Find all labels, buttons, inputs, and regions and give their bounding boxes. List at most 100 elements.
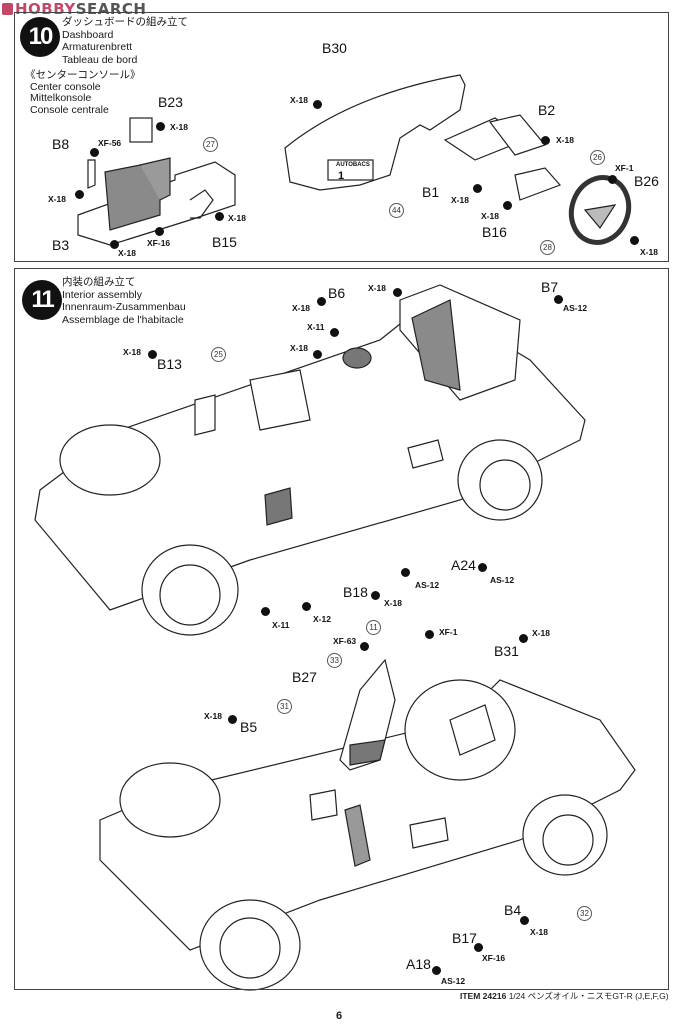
console-subtitle-de: Mittelkonsole <box>30 92 92 104</box>
hobbysearch-logo-icon <box>2 3 13 15</box>
part-label-b4: B4 <box>504 902 522 918</box>
part-label-b3: B3 <box>52 237 70 253</box>
paint-label: X-18 <box>640 247 658 257</box>
paint-dot <box>360 642 369 651</box>
step-10-titles: ダッシュボードの組み立て Dashboard Armaturenbrett Ta… <box>62 16 188 66</box>
step-11-badge: 11 <box>22 280 62 320</box>
part-label-b5: B5 <box>240 719 258 735</box>
paint-label: XF-16 <box>482 953 506 963</box>
paint-dot <box>215 212 224 221</box>
paint-dot <box>519 634 528 643</box>
part-label-b31: B31 <box>494 643 519 659</box>
paint-dot <box>520 916 529 925</box>
paint-label: XF-16 <box>147 238 171 248</box>
part-label-b1: B1 <box>422 184 440 200</box>
step-10-panel <box>14 12 669 262</box>
chassis-drawing-bottom <box>99 658 636 991</box>
step-10-title-fr: Tableau de bord <box>62 53 138 66</box>
step-11-title-fr: Assemblage de l'habitacle <box>62 313 184 326</box>
dashboard-drawing <box>284 74 632 245</box>
paint-label: X-18 <box>532 628 550 638</box>
paint-label: XF-1 <box>615 163 634 173</box>
paint-label: X-18 <box>530 927 548 937</box>
paint-dot <box>608 175 617 184</box>
part-label-b27: B27 <box>292 669 317 685</box>
watermark-hobbysearch: HOBBYSEARCH <box>2 0 147 18</box>
dash-decal-text: AUTOBACS <box>336 162 370 168</box>
paint-dot <box>110 240 119 249</box>
paint-label: XF-1 <box>439 627 458 637</box>
step-11-title-jp: 内装の組み立て <box>62 276 136 288</box>
part-label-b17: B17 <box>452 930 477 946</box>
paint-label: X-18 <box>48 194 66 204</box>
console-subtitle-fr: Console centrale <box>30 103 109 116</box>
step-11-title-de: Innenraum-Zusammenbau <box>62 301 186 313</box>
paint-dot <box>90 148 99 157</box>
step-11-title-en: Interior assembly <box>62 288 142 301</box>
step-11-panel <box>14 268 669 990</box>
paint-label: AS-12 <box>563 303 588 313</box>
paint-label: AS-12 <box>490 575 515 585</box>
decal-number-33: 33 <box>327 653 342 668</box>
paint-dot <box>478 563 487 572</box>
footer-item-info: ITEM 24216 1/24 ペンズオイル・ニスモGT-R (J,E,F,G) <box>460 990 669 1002</box>
decal-number-27: 27 <box>203 137 218 152</box>
part-label-b8: B8 <box>52 136 70 152</box>
console-subtitle-en: Center console <box>30 80 101 93</box>
decal-number-25: 25 <box>211 347 226 362</box>
part-label-b16: B16 <box>482 224 507 240</box>
step-11-titles: 内装の組み立て Interior assembly Innenraum-Zusa… <box>62 276 186 326</box>
paint-dot <box>155 227 164 236</box>
step-10-title-jp: ダッシュボードの組み立て <box>62 16 188 28</box>
paint-dot <box>425 630 434 639</box>
part-label-b30: B30 <box>322 40 347 56</box>
decal-number-44: 44 <box>389 203 404 218</box>
paint-dot <box>473 184 482 193</box>
paint-dot <box>302 602 311 611</box>
chassis-drawing-top <box>34 284 586 636</box>
paint-label: X-18 <box>384 598 402 608</box>
paint-label: XF-63 <box>333 636 357 646</box>
console-subtitles: 《センターコンソール》 Center console Mittelkonsole… <box>25 69 141 116</box>
part-label-b7: B7 <box>541 279 559 295</box>
part-label-b23: B23 <box>158 94 183 110</box>
paint-dot <box>393 288 402 297</box>
paint-label: X-18 <box>451 195 469 205</box>
paint-dot <box>554 295 563 304</box>
part-label-b15: B15 <box>212 234 237 250</box>
paint-label: X-18 <box>481 211 499 221</box>
paint-label: AS-12 <box>441 976 466 986</box>
paint-label: X-18 <box>123 347 141 357</box>
paint-label: X-12 <box>313 614 331 624</box>
dash-decal-number: 1 <box>338 170 345 182</box>
paint-dot <box>228 715 237 724</box>
page-number: 6 <box>336 1010 343 1022</box>
footer-kit-title: 1/24 ペンズオイル・ニスモGT-R (J,E,F,G) <box>508 991 669 1001</box>
paint-label: XF-56 <box>98 138 122 148</box>
footer-item-number: ITEM 24216 <box>460 991 507 1001</box>
paint-label: X-18 <box>204 711 222 721</box>
step-10-badge: 10 <box>20 17 60 57</box>
part-label-b18: B18 <box>343 584 368 600</box>
step-10-title-de: Armaturenbrett <box>62 41 133 53</box>
center-console-drawing <box>77 117 236 246</box>
paint-dot <box>330 328 339 337</box>
part-label-b13: B13 <box>157 356 182 372</box>
console-subtitle-jp: 《センターコンソール》 <box>25 69 141 81</box>
part-label-b2: B2 <box>538 102 556 118</box>
paint-dot <box>432 966 441 975</box>
paint-label: X-18 <box>290 343 308 353</box>
paint-label: X-18 <box>292 303 310 313</box>
paint-dot <box>313 350 322 359</box>
paint-label: X-18 <box>556 135 574 145</box>
decal-number-32: 32 <box>577 906 592 921</box>
paint-dot <box>371 591 380 600</box>
paint-dot <box>503 201 512 210</box>
paint-dot <box>156 122 165 131</box>
paint-label: X-11 <box>307 322 325 332</box>
paint-dot <box>317 297 326 306</box>
part-label-a24: A24 <box>451 557 476 573</box>
paint-dot <box>75 190 84 199</box>
paint-dot <box>401 568 410 577</box>
